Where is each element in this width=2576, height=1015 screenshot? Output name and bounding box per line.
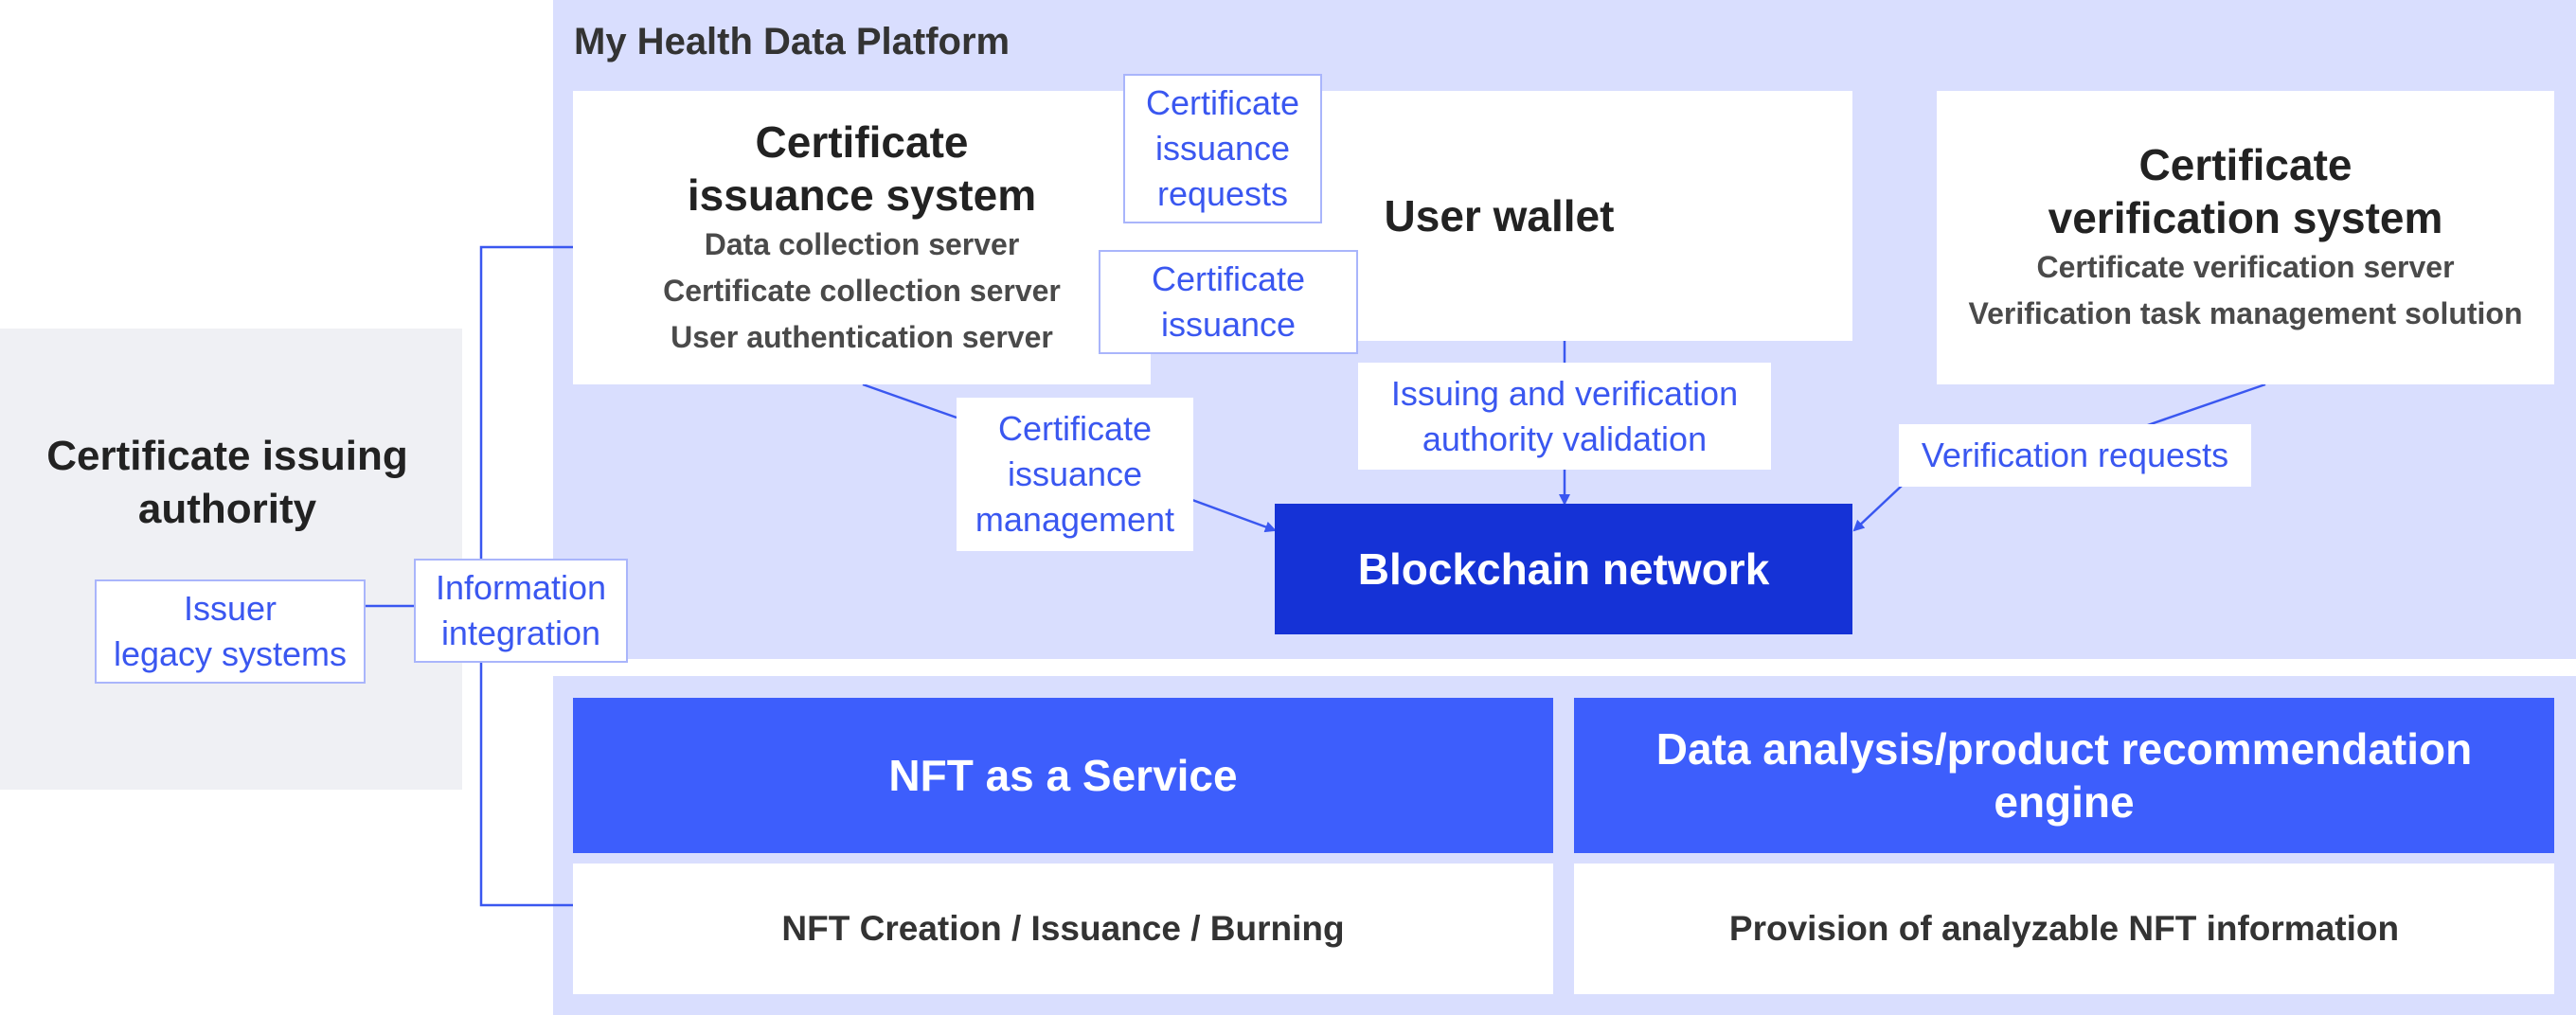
verification-requests-text: Verification requests [1921, 436, 2229, 474]
data-analysis-engine-box: Data analysis/product recommendation eng… [1574, 698, 2554, 853]
information-integration-line-2: integration [440, 614, 601, 652]
nft-service-detail: NFT Creation / Issuance / Burning [781, 909, 1345, 948]
authority-title-line-1: Certificate issuing [46, 433, 408, 479]
issuance-server-certificate-collection: Certificate collection server [663, 273, 1061, 308]
verification-system-box: Certificate verification system Certific… [1937, 91, 2554, 384]
verification-requests-label: Verification requests [1899, 424, 2251, 487]
issuance-system-title-line-2: issuance system [687, 169, 1037, 220]
issuance-system-to-management-line [862, 383, 957, 419]
data-analysis-detail-box: Provision of analyzable NFT information [1574, 864, 2554, 994]
issuance-server-user-authentication: User authentication server [671, 319, 1053, 354]
issuance-server-data-collection: Data collection server [704, 226, 1020, 261]
issuance-requests-line-2: issuance [1154, 129, 1291, 168]
verification-system-title-line-1: Certificate [2138, 140, 2352, 189]
nft-service-detail-box: NFT Creation / Issuance / Burning [573, 864, 1553, 994]
data-analysis-detail: Provision of analyzable NFT information [1728, 909, 2400, 948]
authority-validation-line-2: authority validation [1422, 418, 1708, 458]
certificate-issuance-line-2: issuance [1160, 305, 1297, 344]
data-analysis-engine-title-line-2: engine [1994, 777, 2135, 827]
authority-area [0, 329, 462, 790]
certificate-issuance-line-1: Certificate [1151, 259, 1306, 298]
legacy-systems-label: Issuer legacy systems [95, 579, 366, 684]
information-integration-label: Information integration [414, 559, 628, 663]
issuance-requests-label: Certificate issuance requests [1123, 74, 1322, 223]
authority-title: Certificate issuing authority [9, 430, 445, 536]
issuance-management-line-2: issuance [1007, 454, 1143, 493]
blockchain-network-box: Blockchain network [1275, 504, 1852, 634]
verification-task-management: Verification task management solution [1968, 296, 2523, 330]
issuance-requests-line-3: requests [1156, 174, 1289, 213]
verification-system-to-requests-line [2144, 383, 2266, 428]
issuance-requests-line-1: Certificate [1145, 83, 1300, 122]
issuance-management-line-1: Certificate [997, 409, 1153, 448]
verification-system-title-line-2: verification system [2048, 193, 2443, 242]
issuance-management-label: Certificate issuance management [957, 398, 1193, 551]
certificate-issuance-label: Certificate issuance [1099, 250, 1358, 354]
authority-title-line-2: authority [137, 486, 317, 532]
platform-title: My Health Data Platform [574, 21, 1011, 62]
authority-validation-line-1: Issuing and verification [1390, 373, 1739, 413]
data-analysis-engine-title-line-1: Data analysis/product recommendation [1655, 724, 2473, 774]
issuance-system-box: Certificate issuance system Data collect… [573, 91, 1151, 384]
legacy-systems-line-2: legacy systems [113, 634, 348, 673]
authority-validation-label: Issuing and verification authority valid… [1358, 363, 1771, 470]
user-wallet-title: User wallet [1384, 191, 1615, 240]
legacy-systems-line-1: Issuer [183, 589, 277, 628]
issuance-system-title-line-1: Certificate [755, 116, 969, 167]
verification-server: Certificate verification server [2036, 250, 2455, 284]
requests-to-blockchain-arrow [1852, 485, 1903, 532]
nft-service-box: NFT as a Service [573, 698, 1553, 853]
blockchain-network-title: Blockchain network [1357, 544, 1770, 594]
nft-service-title: NFT as a Service [888, 751, 1238, 800]
management-to-blockchain-arrow [1191, 498, 1277, 533]
issuance-management-line-3: management [975, 500, 1175, 539]
information-integration-line-1: Information [435, 568, 607, 607]
